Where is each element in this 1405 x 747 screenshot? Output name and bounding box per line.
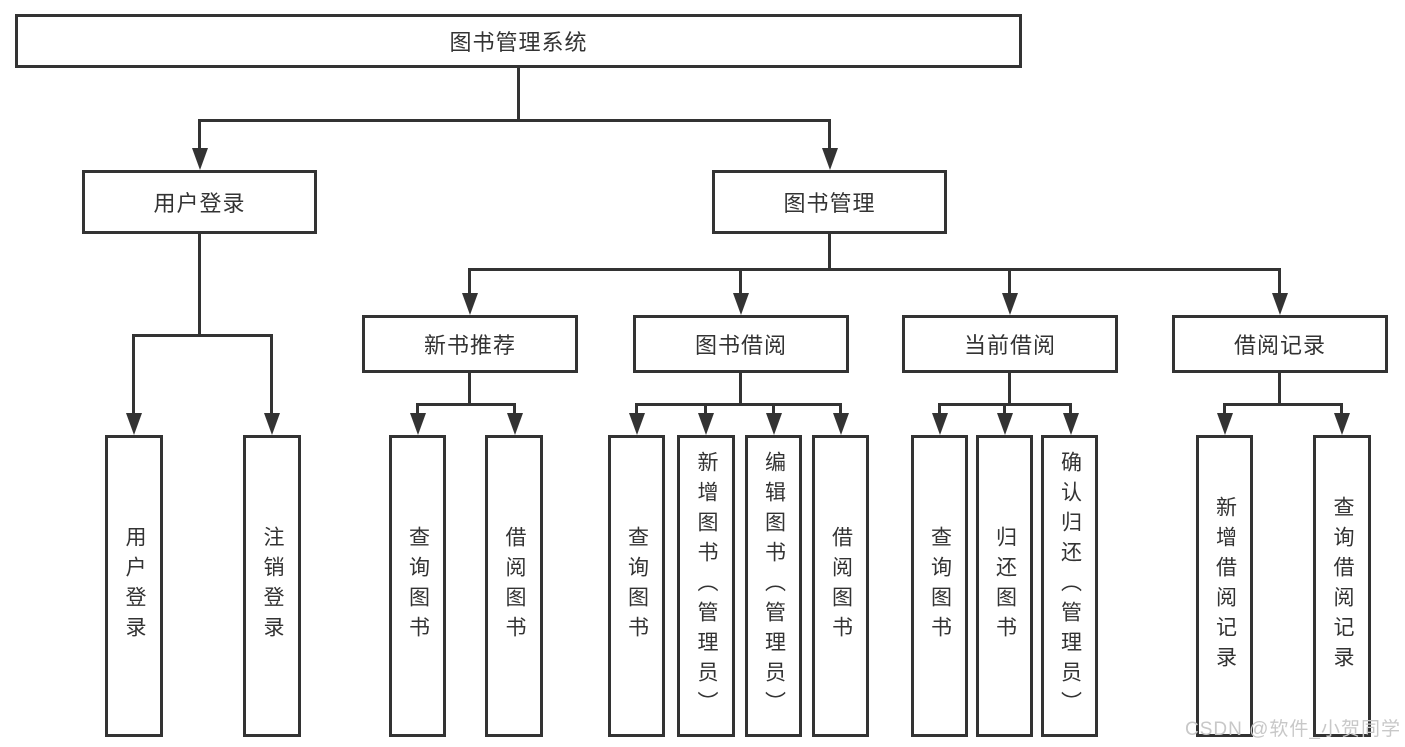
arrowhead-down xyxy=(1272,293,1288,315)
node-user-login: 用户登录 xyxy=(82,170,317,234)
connector-bookmgmt-split xyxy=(468,268,1281,271)
arrowhead-down xyxy=(821,148,838,170)
node-label: 新书推荐 xyxy=(423,333,516,358)
connector-drop xyxy=(416,403,419,416)
leaf-label: 查询借阅记录 xyxy=(1331,496,1354,676)
leaf-label: 新增图书（管理员） xyxy=(695,451,718,721)
node-root-library-system: 图书管理系统 xyxy=(15,14,1022,68)
leaf-query-books-borrowing: 查询图书 xyxy=(608,435,665,737)
connector-userlogin-split xyxy=(132,334,273,337)
connector-split xyxy=(635,403,842,406)
leaf-edit-books-admin: 编辑图书（管理员） xyxy=(745,435,802,737)
leaf-borrow-books-recommend: 借阅图书 xyxy=(485,435,543,737)
arrowhead-down xyxy=(833,413,849,435)
leaf-label: 查询图书 xyxy=(625,526,649,646)
leaf-logout: 注销登录 xyxy=(243,435,301,737)
connector-drop xyxy=(839,403,842,416)
connector-userlogin-stem xyxy=(198,232,201,336)
arrowhead-down xyxy=(629,413,645,435)
node-book-management: 图书管理 xyxy=(712,170,947,234)
leaf-label: 用户登录 xyxy=(123,526,146,646)
arrowhead-down xyxy=(1063,413,1079,435)
node-current-borrowing: 当前借阅 xyxy=(902,315,1118,373)
arrowhead-down xyxy=(264,413,280,435)
arrowhead-down xyxy=(410,413,426,435)
leaf-label: 查询图书 xyxy=(928,526,952,646)
node-label: 当前借阅 xyxy=(963,333,1056,358)
connector-root-stem xyxy=(517,66,520,121)
leaf-label: 确认归还（管理员） xyxy=(1058,451,1082,721)
connector-drop xyxy=(132,334,135,416)
arrowhead-down xyxy=(507,413,523,435)
connector-stem xyxy=(1008,371,1011,406)
leaf-query-books-recommend: 查询图书 xyxy=(389,435,446,737)
leaf-return-books: 归还图书 xyxy=(976,435,1033,737)
node-label: 借阅记录 xyxy=(1233,333,1326,358)
connector-stem xyxy=(468,371,471,406)
connector-drop xyxy=(704,403,707,416)
connector-stem xyxy=(1278,371,1281,406)
connector-drop xyxy=(1278,268,1281,296)
connector-drop xyxy=(1003,403,1006,416)
node-new-book-recommendation: 新书推荐 xyxy=(362,315,578,373)
connector-root-split xyxy=(198,119,831,122)
connector-drop xyxy=(1069,403,1072,416)
leaf-label: 借阅图书 xyxy=(829,526,853,646)
connector-drop xyxy=(938,403,941,416)
arrowhead-down xyxy=(733,293,749,315)
connector-drop xyxy=(828,119,831,152)
connector-split xyxy=(416,403,516,406)
leaf-borrow-books-borrowing: 借阅图书 xyxy=(812,435,869,737)
leaf-add-borrow-record: 新增借阅记录 xyxy=(1196,435,1253,737)
node-book-borrowing: 图书借阅 xyxy=(633,315,849,373)
connector-bookmgmt-stem xyxy=(828,232,831,271)
connector-drop xyxy=(468,268,471,296)
leaf-query-books-current: 查询图书 xyxy=(911,435,968,737)
connector-stem xyxy=(739,371,742,406)
csdn-watermark: CSDN @软件_小贺同学 xyxy=(1185,719,1401,740)
connector-drop xyxy=(739,268,742,296)
leaf-label: 注销登录 xyxy=(261,526,284,646)
connector-split xyxy=(1223,403,1343,406)
connector-drop xyxy=(1223,403,1226,416)
arrowhead-down xyxy=(191,148,208,170)
leaf-label: 编辑图书（管理员） xyxy=(762,451,786,721)
arrowhead-down xyxy=(462,293,478,315)
connector-drop xyxy=(270,334,273,416)
arrowhead-down xyxy=(1002,293,1018,315)
arrowhead-down xyxy=(1217,413,1233,435)
leaf-user-login: 用户登录 xyxy=(105,435,163,737)
connector-drop xyxy=(772,403,775,416)
connector-drop xyxy=(1340,403,1343,416)
leaf-label: 新增借阅记录 xyxy=(1213,496,1237,676)
connector-drop xyxy=(198,119,201,152)
connector-drop xyxy=(513,403,516,416)
leaf-label: 借阅图书 xyxy=(503,526,526,646)
leaf-label: 归还图书 xyxy=(993,526,1017,646)
leaf-add-books-admin: 新增图书（管理员） xyxy=(677,435,735,737)
connector-drop xyxy=(635,403,638,416)
arrowhead-down xyxy=(997,413,1013,435)
connector-drop xyxy=(1008,268,1011,296)
node-label: 图书借阅 xyxy=(694,333,787,358)
node-borrowing-records: 借阅记录 xyxy=(1172,315,1388,373)
arrowhead-down xyxy=(126,413,142,435)
leaf-query-borrow-record: 查询借阅记录 xyxy=(1313,435,1371,737)
arrowhead-down xyxy=(932,413,948,435)
arrowhead-down xyxy=(1334,413,1350,435)
arrowhead-down xyxy=(766,413,782,435)
node-label: 图书管理系统 xyxy=(449,30,588,55)
node-label: 用户登录 xyxy=(153,191,246,216)
leaf-confirm-return-admin: 确认归还（管理员） xyxy=(1041,435,1098,737)
node-label: 图书管理 xyxy=(783,191,876,216)
leaf-label: 查询图书 xyxy=(406,526,430,646)
arrowhead-down xyxy=(698,413,714,435)
